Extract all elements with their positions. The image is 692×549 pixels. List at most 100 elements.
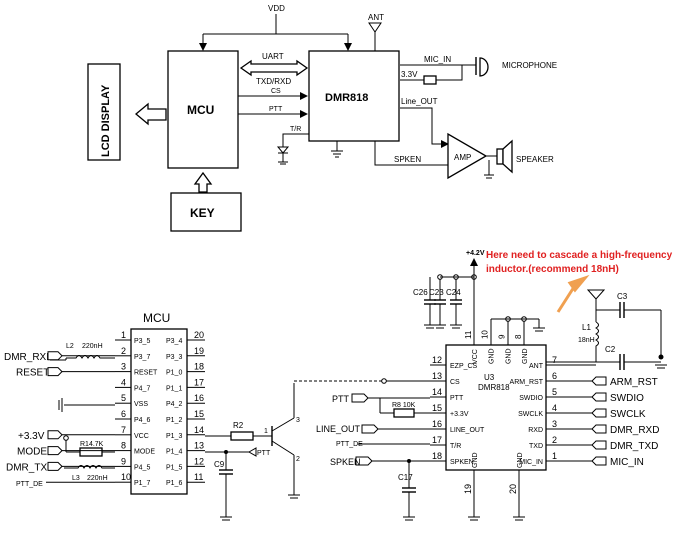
mcu-pin-number: 11: [194, 472, 203, 482]
mcu-chip: [130, 328, 188, 495]
mcu-pin-number: 5: [121, 393, 126, 403]
u3-net-label: DMR_RXD: [610, 425, 659, 436]
mcu-net-label: DMR_RXD: [4, 352, 53, 363]
u3-pin-name: TXD: [529, 443, 543, 450]
resistor-r1-icon: [79, 447, 103, 457]
u3-pin-number: 11: [464, 330, 473, 339]
lineout-label: Line_OUT: [401, 97, 438, 106]
key-block: [170, 192, 242, 232]
mcu-title: MCU: [143, 311, 170, 325]
u3-pin-number: 6: [552, 371, 557, 381]
resistor-r2-icon: [230, 431, 254, 441]
ptt-arrow-label: PTT: [257, 450, 271, 457]
u3-pin-name: CS: [450, 379, 460, 386]
u3-net-label: SWDIO: [610, 393, 644, 404]
u3-pin-number: 8: [514, 334, 523, 339]
c23-label: C23: [429, 288, 444, 297]
mcu-pin-number: 1: [121, 330, 126, 340]
supply-arrow-icon: [470, 258, 478, 266]
l2-label: L2: [66, 343, 74, 350]
mcu-pin-name: P3_3: [166, 354, 182, 361]
u3-pin-number: 2: [552, 435, 557, 445]
u3-pin-number: 10: [481, 330, 490, 339]
mcu-pin-number: 14: [194, 425, 204, 435]
mcu-pin-number: 3: [121, 362, 126, 372]
c3-label: C3: [617, 292, 628, 301]
dmr818-block-label: DMR818: [325, 92, 368, 104]
u3-pin-number: 14: [432, 387, 442, 397]
u3-net-label: SWCLK: [610, 409, 646, 420]
mcu-pin-name: P1_1: [166, 385, 182, 392]
mcu-net-label: RESET: [16, 368, 49, 379]
dmr818-block: [308, 50, 400, 142]
u3-pin-name: ANT: [529, 363, 544, 370]
block-diagram: VDD ANT MCU LCD DISPLAY KEY DMR818 UART …: [87, 4, 557, 232]
u3-pin-name: PTT: [450, 395, 464, 402]
net-flag: [47, 446, 63, 456]
c24-label: C24: [446, 288, 461, 297]
vdd-label: VDD: [268, 4, 285, 13]
schematic: +4.2V Here need to cascade a high-freque…: [4, 250, 673, 521]
net-flag: [47, 367, 63, 377]
collector-pin-3: 3: [296, 417, 300, 424]
mcu-pin-name: RESET: [134, 370, 158, 377]
micin-label: MIC_IN: [424, 55, 451, 64]
l3-value: 220nH: [87, 475, 108, 482]
l2-value: 220nH: [82, 343, 103, 350]
amp-triangle-icon: [447, 132, 488, 180]
mcu-pin-name: P4_7: [134, 385, 150, 392]
u3-pin-number: 9: [497, 334, 506, 339]
mcu-left-pins: 1P3_52P3_73RESET4P4_75VSS6P4_67VCC8MODE9…: [115, 330, 158, 487]
u3-pin-name: GND: [505, 348, 512, 364]
mcu-pin-name: P1_0: [166, 370, 182, 377]
txdrxd-label: TXD/RXD: [256, 77, 291, 86]
key-block-label: KEY: [190, 206, 215, 220]
u3-net-label: DMR_TXD: [610, 441, 658, 452]
u3-part-label: DMR818: [478, 383, 510, 392]
l3-label: L3: [72, 475, 80, 482]
mcu-net-label: MODE: [17, 447, 47, 458]
net-flag: [591, 408, 607, 418]
u3-pin-number: 3: [552, 419, 557, 429]
note-line-2: inductor.(recommend 18nH): [486, 264, 619, 275]
c26-label: C26: [413, 288, 428, 297]
mcu-pin-number: 9: [121, 456, 126, 466]
net-ptt-flag: [351, 393, 369, 403]
net-spken-label: SPKEN: [330, 457, 361, 467]
net-flag: [47, 430, 63, 440]
mcu-pin-name: P1_5: [166, 464, 182, 471]
speaker-label: SPEAKER: [516, 155, 554, 164]
antenna-icon: [368, 22, 382, 52]
mcu-pin-number: 13: [194, 441, 204, 451]
u3-label: U3: [484, 373, 495, 382]
emitter-pin-2: 2: [296, 456, 300, 463]
mcu-pin-name: P1_3: [166, 433, 182, 440]
ant-label: ANT: [368, 13, 384, 22]
mcu-pin-number: 19: [194, 346, 204, 356]
mcu-pin-name: MODE: [134, 449, 155, 456]
mcu-pin-name: P3_7: [134, 354, 150, 361]
ptt-label: PTT: [269, 106, 283, 113]
mcu-pin-name: P4_2: [166, 401, 182, 408]
net-flag: [591, 392, 607, 402]
u3-pin-name: MIC_IN: [519, 459, 543, 466]
lcd-display-label: LCD DISPLAY: [100, 84, 112, 157]
u3-pin-number: 12: [432, 355, 442, 365]
amp-label: AMP: [454, 153, 471, 162]
u3-pin-name: SPKEN: [450, 459, 474, 466]
net-spken-flag: [355, 456, 373, 466]
u3-pin-name: GND: [517, 452, 524, 468]
inductor-l1-icon: [595, 321, 599, 362]
u3-pin-name: T/R: [450, 443, 461, 450]
mcu-pin-number: 16: [194, 393, 204, 403]
net-flag: [47, 351, 63, 361]
u3-pin-number: 15: [432, 403, 442, 413]
uart-double-arrow-icon: [239, 59, 309, 77]
c17-label: C17: [398, 473, 413, 482]
u3-pin-name: GND: [489, 348, 496, 364]
key-arrow-icon: [193, 171, 213, 193]
net-ptt-de-label: PTT_DE: [336, 441, 363, 448]
spken-label: SPKEN: [394, 155, 421, 164]
u3-pin-name: GND: [522, 348, 529, 364]
